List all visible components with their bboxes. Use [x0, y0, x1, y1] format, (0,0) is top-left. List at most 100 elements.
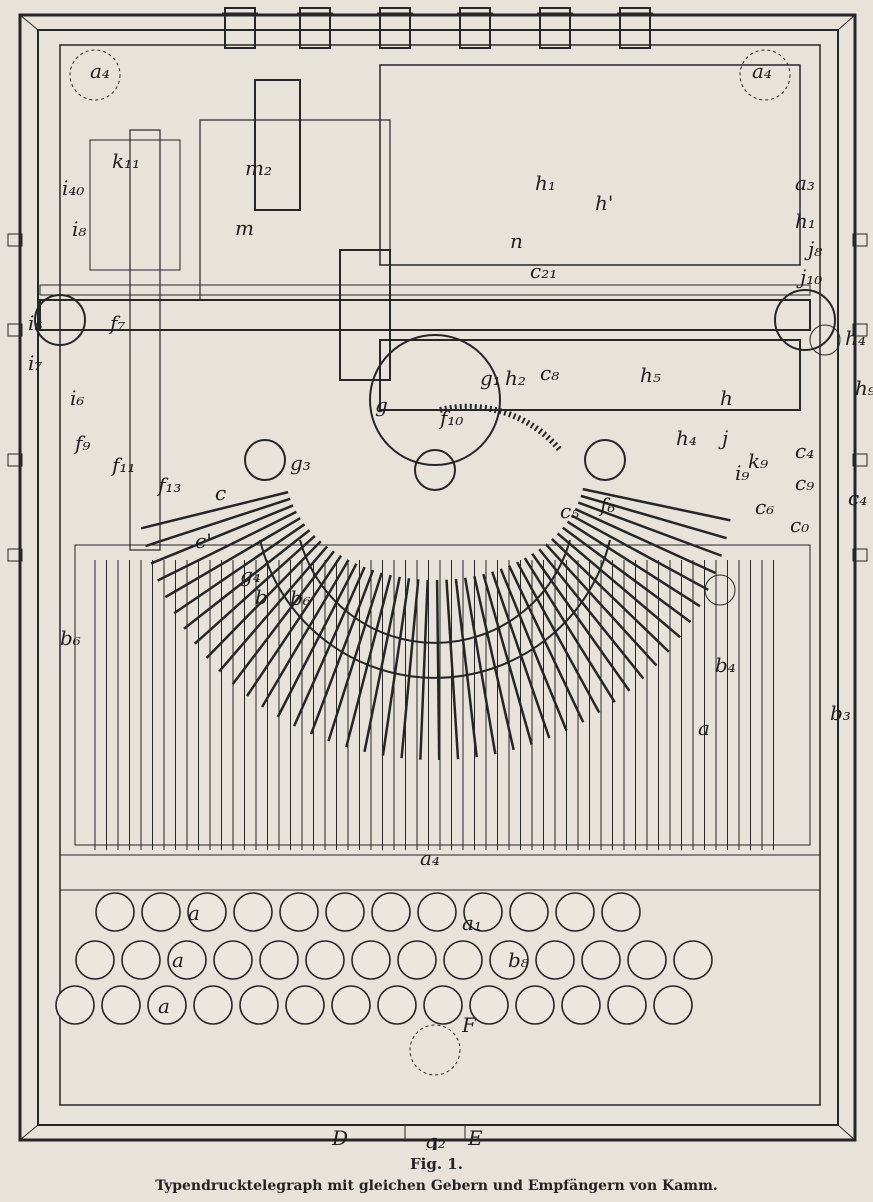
key-button	[213, 940, 253, 980]
bobbin	[299, 7, 331, 49]
key-button	[673, 940, 713, 980]
type-lever	[454, 578, 478, 758]
type-lever	[345, 574, 392, 748]
label-f: f₁₃	[156, 473, 181, 497]
type-lever	[445, 579, 460, 760]
reference-labels: a₄a₄a₃h'h₁j₈j₁₀h₄h₉h₅hc₈c₄c₉c₄c₀h₄jk₉k₁₁…	[28, 59, 873, 1150]
label-c: c₉	[795, 471, 814, 495]
key-button	[653, 985, 693, 1025]
label-b: b₆	[60, 626, 81, 650]
label-m: m	[235, 216, 254, 240]
label-i: i₅	[28, 311, 42, 335]
type-lever	[482, 573, 533, 745]
label-b: b₄	[715, 653, 736, 677]
label-h: h₉	[855, 376, 873, 400]
label-b: b₈	[508, 948, 529, 972]
label-h: h₁	[535, 171, 556, 195]
key-button	[193, 985, 233, 1025]
type-lever	[140, 490, 289, 530]
bobbin	[459, 7, 491, 49]
label-c: c₄	[848, 486, 867, 510]
side-pin	[852, 323, 868, 337]
type-lever	[173, 523, 306, 615]
bobbin	[379, 7, 411, 49]
key-button	[325, 892, 365, 932]
type-lever	[556, 532, 681, 639]
type-lever	[523, 557, 616, 703]
label-c: c₆	[755, 495, 774, 519]
label-c: c	[215, 481, 226, 505]
key-button	[141, 892, 181, 932]
label-j: j₁₀	[796, 265, 822, 289]
key-button	[463, 892, 503, 932]
key-button	[259, 940, 299, 980]
label-b: b₃	[830, 701, 851, 725]
type-lever	[400, 579, 420, 759]
top-bobbins	[222, 7, 653, 49]
label-i: i₆	[70, 386, 84, 410]
type-lever	[164, 517, 301, 599]
type-lever	[531, 553, 631, 692]
key-button	[601, 892, 641, 932]
label-a: a₃	[795, 171, 815, 195]
bobbin	[224, 7, 256, 49]
label-a: a₁	[462, 911, 482, 935]
key-button	[397, 940, 437, 980]
type-lever	[566, 520, 701, 608]
label-a: a	[188, 901, 200, 925]
type-lever	[574, 507, 716, 575]
label-k: k₁₁	[112, 149, 140, 173]
key-button	[95, 892, 135, 932]
side-pin	[852, 548, 868, 562]
key-button	[417, 892, 457, 932]
label-d: D	[331, 1126, 348, 1150]
side-pin	[7, 233, 23, 247]
label-b: b	[255, 585, 268, 609]
key-button	[167, 940, 207, 980]
type-lever	[419, 579, 429, 760]
key-button	[509, 892, 549, 932]
type-lever	[245, 555, 343, 697]
label-h: h₁	[795, 209, 816, 233]
key-button	[285, 985, 325, 1025]
type-lever	[193, 534, 316, 645]
type-lever	[551, 538, 670, 653]
type-lever	[145, 497, 291, 548]
keyboard	[55, 892, 713, 1025]
label-g: g	[375, 393, 388, 417]
label-h: h₂	[505, 366, 526, 390]
key-button	[147, 985, 187, 1025]
label-a: a	[698, 716, 710, 740]
label-i: i₄₀	[62, 176, 84, 200]
label-c: c₄	[795, 439, 814, 463]
label-f: f₆	[598, 493, 615, 517]
key-button	[515, 985, 555, 1025]
type-lever	[260, 559, 350, 708]
label-h: h₄	[676, 426, 697, 450]
key-button	[75, 940, 115, 980]
label-b: b₆	[290, 586, 311, 610]
key-button	[535, 940, 575, 980]
label-g: g₂	[425, 1129, 446, 1150]
key-button	[581, 940, 621, 980]
key-button	[371, 892, 411, 932]
label-a: a₄	[752, 59, 772, 83]
side-pins	[7, 233, 868, 562]
side-pin	[852, 453, 868, 467]
label-a: a₄	[90, 59, 110, 83]
label-f: f₁₀	[438, 406, 463, 430]
label-f: f₉	[73, 431, 90, 455]
type-lever	[150, 504, 294, 565]
type-lever	[218, 545, 329, 673]
label-c: c₀	[790, 513, 809, 537]
type-lever	[571, 514, 709, 591]
key-button	[351, 940, 391, 980]
key-button	[187, 892, 227, 932]
key-button	[555, 892, 595, 932]
key-button	[423, 985, 463, 1025]
key-button	[305, 940, 345, 980]
type-lever	[516, 561, 601, 714]
label-i: i₈	[72, 217, 86, 241]
label-f: f₇	[108, 311, 125, 335]
type-lever	[507, 565, 585, 723]
